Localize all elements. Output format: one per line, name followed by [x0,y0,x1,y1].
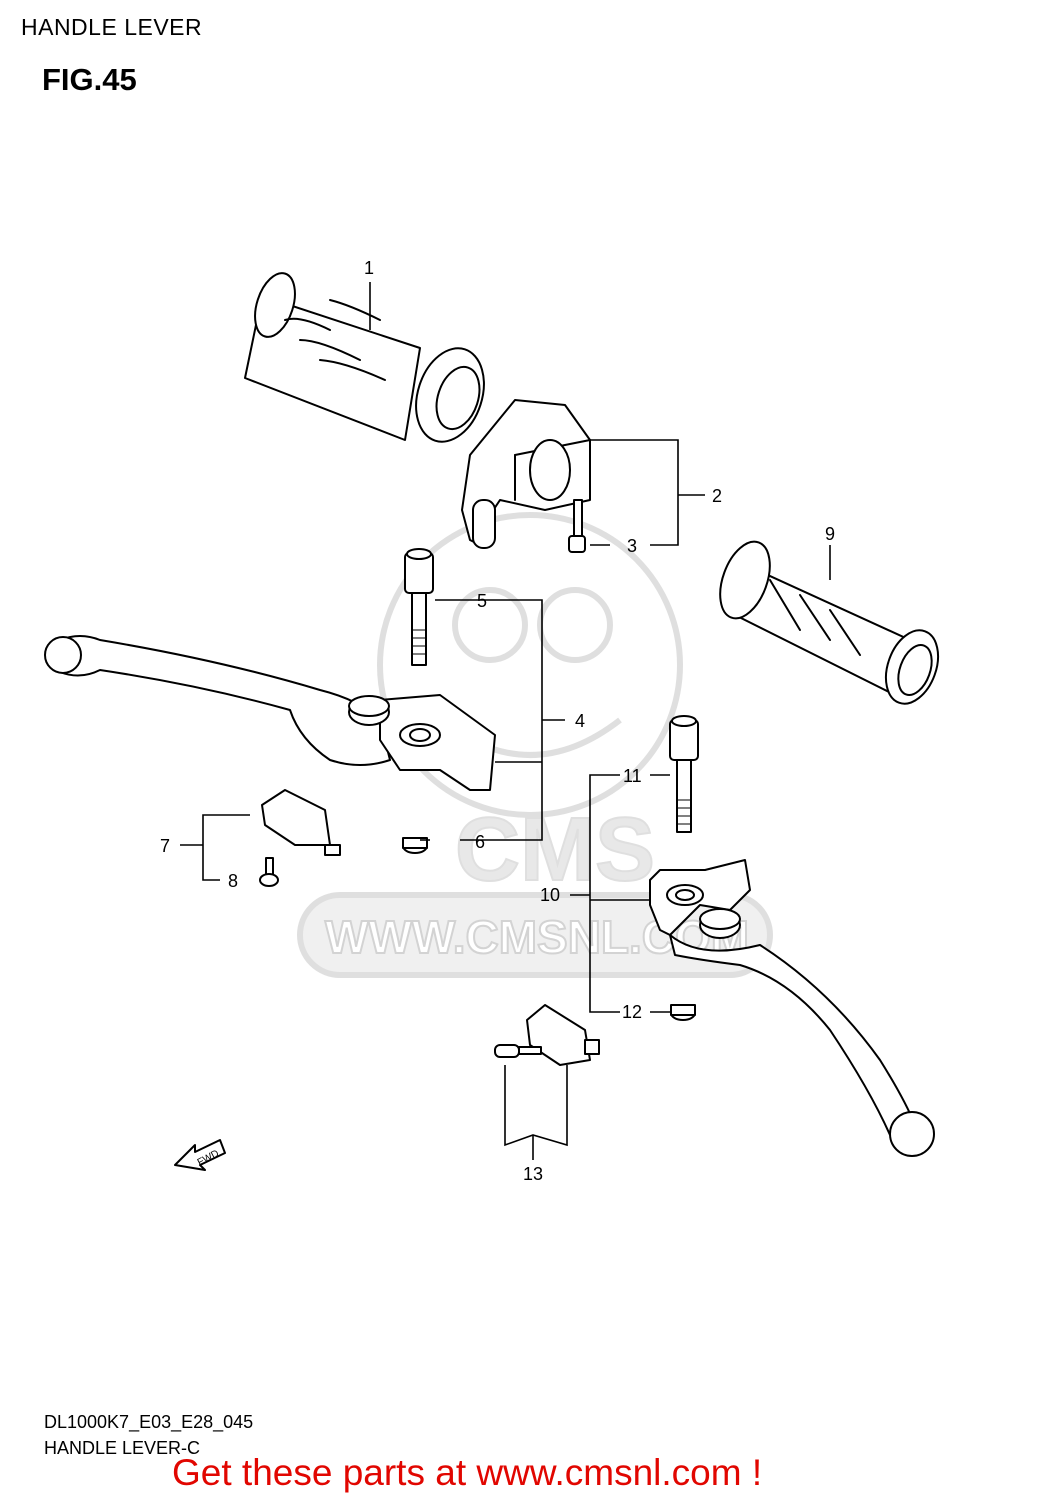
callout-12: 12 [622,1002,642,1022]
clutch-lever [44,635,496,791]
brake-lever [649,859,935,1157]
callout-3: 3 [627,536,637,556]
callout-6: 6 [475,832,485,852]
clutch-lever-switch [261,789,341,856]
lever-nut-left [402,837,428,854]
model-code: DL1000K7_E03_E28_045 [44,1412,254,1432]
callout-10: 10 [540,885,560,905]
diagram-name: HANDLE LEVER-C [44,1438,201,1458]
callout-2: 2 [712,486,722,506]
figure-label: FIG.45 [42,62,137,97]
leader-lines [180,282,831,1160]
promo-link-text[interactable]: Get these parts at www.cmsnl.com ! [172,1452,763,1493]
callout-1: 1 [364,258,374,278]
callout-7: 7 [160,836,170,856]
brake-lever-switch [494,1004,600,1066]
callout-5: 5 [477,591,487,611]
left-handlebar-grip [244,272,485,443]
lever-pivot-bolt-left [404,548,434,666]
callout-labels: 1 2 3 4 5 6 7 8 9 10 11 12 13 [160,258,835,1184]
housing-screw [568,499,586,553]
lever-nut-right [670,1004,696,1021]
switch-screw-left [259,857,279,887]
callout-8: 8 [228,871,238,891]
callout-4: 4 [575,711,585,731]
callout-9: 9 [825,524,835,544]
watermark-logo: CMS [455,800,655,900]
forward-direction-marker: FWD [174,1139,226,1171]
throttle-cable-housing [461,399,591,549]
section-title: HANDLE LEVER [21,14,203,40]
callout-13: 13 [523,1164,543,1184]
right-handlebar-grip [719,540,940,705]
lever-pivot-bolt-right [669,715,699,833]
callout-11: 11 [623,766,642,786]
